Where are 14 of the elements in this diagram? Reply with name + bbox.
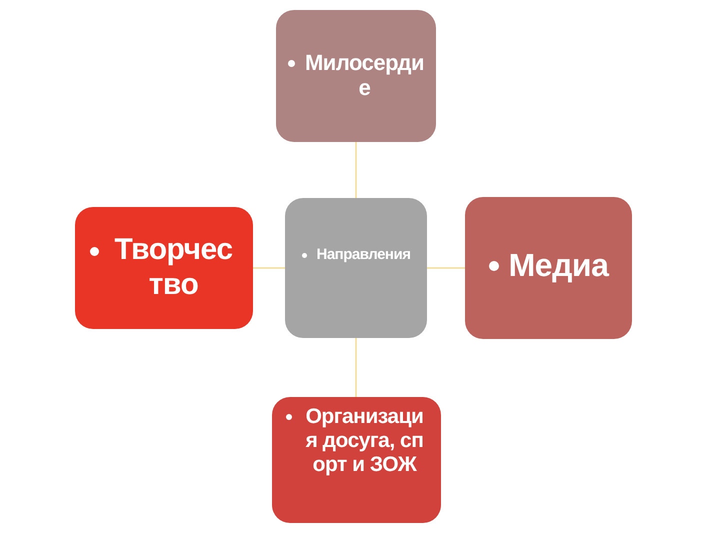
rounded-box [465,197,632,339]
box-label: Творчество [113,233,234,302]
rounded-box [285,198,427,338]
box-label: Организация досуга, спорт и ЗОЖ [304,405,424,478]
connector-line [427,267,465,269]
box-label: Медиа [508,247,608,284]
rounded-box [272,397,441,523]
box-label: Направления [316,246,410,264]
rounded-box [75,207,253,329]
connector-line [253,267,285,269]
connector-line [355,338,357,397]
box-label: Милосердие [304,50,424,101]
rounded-box [276,10,436,142]
connector-line [355,142,357,198]
